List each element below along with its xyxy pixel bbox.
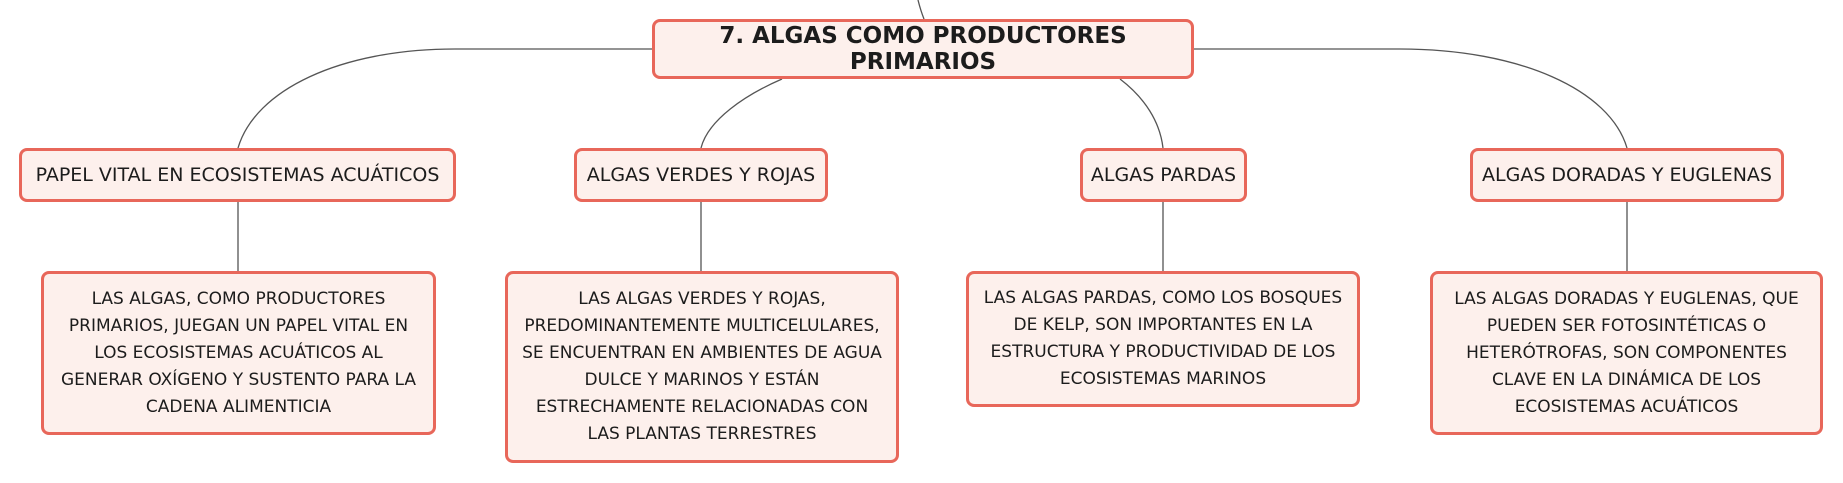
detail-node-text: LAS ALGAS DORADAS Y EUGLENAS, QUE PUEDEN…	[1454, 288, 1799, 417]
detail-node-algas-pardas[interactable]: LAS ALGAS PARDAS, COMO LOS BOSQUES DE KE…	[966, 271, 1360, 407]
detail-node-text: LAS ALGAS, COMO PRODUCTORES PRIMARIOS, J…	[61, 288, 416, 417]
branch-node-label: ALGAS VERDES Y ROJAS	[586, 164, 816, 186]
branch-node-label: ALGAS PARDAS	[1090, 164, 1237, 186]
detail-node-algas-verdes-rojas[interactable]: LAS ALGAS VERDES Y ROJAS, PREDOMINANTEME…	[505, 271, 899, 463]
branch-node-label: ALGAS DORADAS Y EUGLENAS	[1482, 164, 1772, 186]
detail-node-text: LAS ALGAS VERDES Y ROJAS, PREDOMINANTEME…	[522, 289, 882, 444]
detail-node-text: LAS ALGAS PARDAS, COMO LOS BOSQUES DE KE…	[983, 288, 1343, 389]
branch-node-algas-verdes-rojas[interactable]: ALGAS VERDES Y ROJAS	[574, 148, 828, 202]
branch-node-algas-doradas-euglenas[interactable]: ALGAS DORADAS Y EUGLENAS	[1470, 148, 1784, 202]
connector-root-to-branch-1	[237, 48, 652, 149]
root-node-label: 7. ALGAS COMO PRODUCTORES PRIMARIOS	[719, 23, 1127, 75]
connector-root-to-branch-2	[700, 78, 783, 149]
branch-node-label: PAPEL VITAL EN ECOSISTEMAS ACUÁTICOS	[35, 164, 440, 186]
root-node[interactable]: 7. ALGAS COMO PRODUCTORES PRIMARIOS	[652, 19, 1194, 79]
connector-root-to-branch-4	[1194, 48, 1628, 149]
connector-parent-to-root	[917, 0, 925, 20]
branch-node-papel-vital[interactable]: PAPEL VITAL EN ECOSISTEMAS ACUÁTICOS	[19, 148, 456, 202]
branch-node-algas-pardas[interactable]: ALGAS PARDAS	[1080, 148, 1247, 202]
detail-node-algas-doradas-euglenas[interactable]: LAS ALGAS DORADAS Y EUGLENAS, QUE PUEDEN…	[1430, 271, 1823, 435]
detail-node-papel-vital[interactable]: LAS ALGAS, COMO PRODUCTORES PRIMARIOS, J…	[41, 271, 436, 435]
connector-root-to-branch-3	[1119, 78, 1164, 149]
